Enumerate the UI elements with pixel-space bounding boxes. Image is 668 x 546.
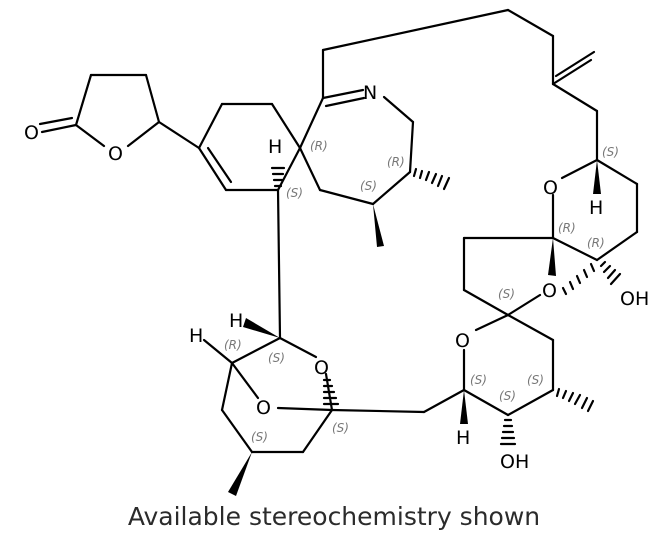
- stereo-c-bicyclic-bottom: (S): [251, 430, 268, 444]
- atom-o-lactone-ring: O: [108, 143, 123, 165]
- bicyclic-ketal: [202, 336, 334, 454]
- atom-o-bottom-ring: O: [455, 330, 470, 352]
- lactone-ring: [38, 73, 161, 148]
- atom-o-lactone-carbonyl: O: [24, 122, 39, 144]
- bottom-oh-hashed: [499, 418, 517, 446]
- bottom-ring-to-bicyclic-bond: [422, 388, 466, 414]
- stereo-c-bottom-mid: (S): [499, 389, 516, 403]
- azepine-methyl-hashed: [412, 167, 451, 191]
- atom-h-spiro: H: [268, 136, 282, 158]
- stereo-c-top-right: (S): [602, 145, 619, 159]
- cyclohexene-to-bicyclic-bond: [276, 188, 282, 340]
- stereo-c-spiroketal-top: (R): [558, 221, 576, 235]
- spiroketal-five-ring: [462, 236, 555, 317]
- azepine-methyl-wedge: [373, 204, 384, 247]
- stereo-c-spiroketal-right: (R): [587, 236, 605, 250]
- lactone-to-cyclohexene-bond: [157, 120, 201, 150]
- stereo-c-bottom-right: (S): [527, 373, 544, 387]
- bicyclic-o-hashed: [322, 378, 340, 406]
- spiro-h-hashed: [270, 166, 286, 188]
- stereo-c-bottom-left: (S): [470, 373, 487, 387]
- bottom-ring-methyl-hashed: [555, 387, 595, 413]
- atom-h-bottom-ring: H: [456, 427, 470, 449]
- stereo-c-bicyclic-h: (S): [268, 351, 285, 365]
- stereo-c-ring-methyl-top: (R): [387, 155, 405, 169]
- atom-o-spiroketal: O: [542, 280, 557, 302]
- tetrahydropyran-ring-right: [551, 158, 639, 262]
- atom-n-imine: N: [363, 82, 377, 104]
- atom-oh-bottom: OH: [500, 451, 529, 473]
- bottom-ring-h-wedge: [460, 390, 468, 424]
- stereo-c-spiroketal-center: (S): [498, 287, 515, 301]
- spiroketal-hashed-bond: [561, 262, 596, 296]
- stereo-c-spiro-h: (S): [286, 186, 303, 200]
- bicyclic-ch2-link: [330, 408, 426, 414]
- atom-h-bicyclic-top: H: [229, 310, 243, 332]
- h-top-right-wedge: [593, 160, 601, 194]
- bicyclic-methyl-wedge: [228, 452, 252, 496]
- azepine-ring: [298, 88, 415, 206]
- atom-h-bicyclic-left: H: [189, 325, 203, 347]
- atom-h-top-right: H: [589, 197, 603, 219]
- stereochemistry-caption: Available stereochemistry shown: [127, 502, 541, 531]
- stereo-c-bicyclic-left: (R): [224, 338, 242, 352]
- atom-o-top-right: O: [543, 177, 558, 199]
- stereo-c-bicyclic-quaternary: (S): [332, 421, 349, 435]
- atom-o-bicyclic-right: O: [314, 357, 329, 379]
- oh-right-hashed: [599, 260, 622, 286]
- molecule-structure-diagram: O O N H O H O OH O H OH H H O O (R) (S) …: [24, 8, 649, 496]
- cyclohexene-ring: [197, 102, 302, 192]
- stereo-c-ring-methyl-bottom: (S): [360, 179, 377, 193]
- bicyclic-h-wedge: [243, 318, 280, 338]
- stereo-c-spiro: (R): [310, 139, 328, 153]
- macrocycle-top-chain: [321, 8, 599, 162]
- tetrahydropyran-ring-bottom: [462, 313, 555, 417]
- atom-oh-right: OH: [620, 288, 649, 310]
- spiroketal-o-wedge: [548, 238, 556, 276]
- atom-o-bicyclic-bridge: O: [256, 397, 271, 419]
